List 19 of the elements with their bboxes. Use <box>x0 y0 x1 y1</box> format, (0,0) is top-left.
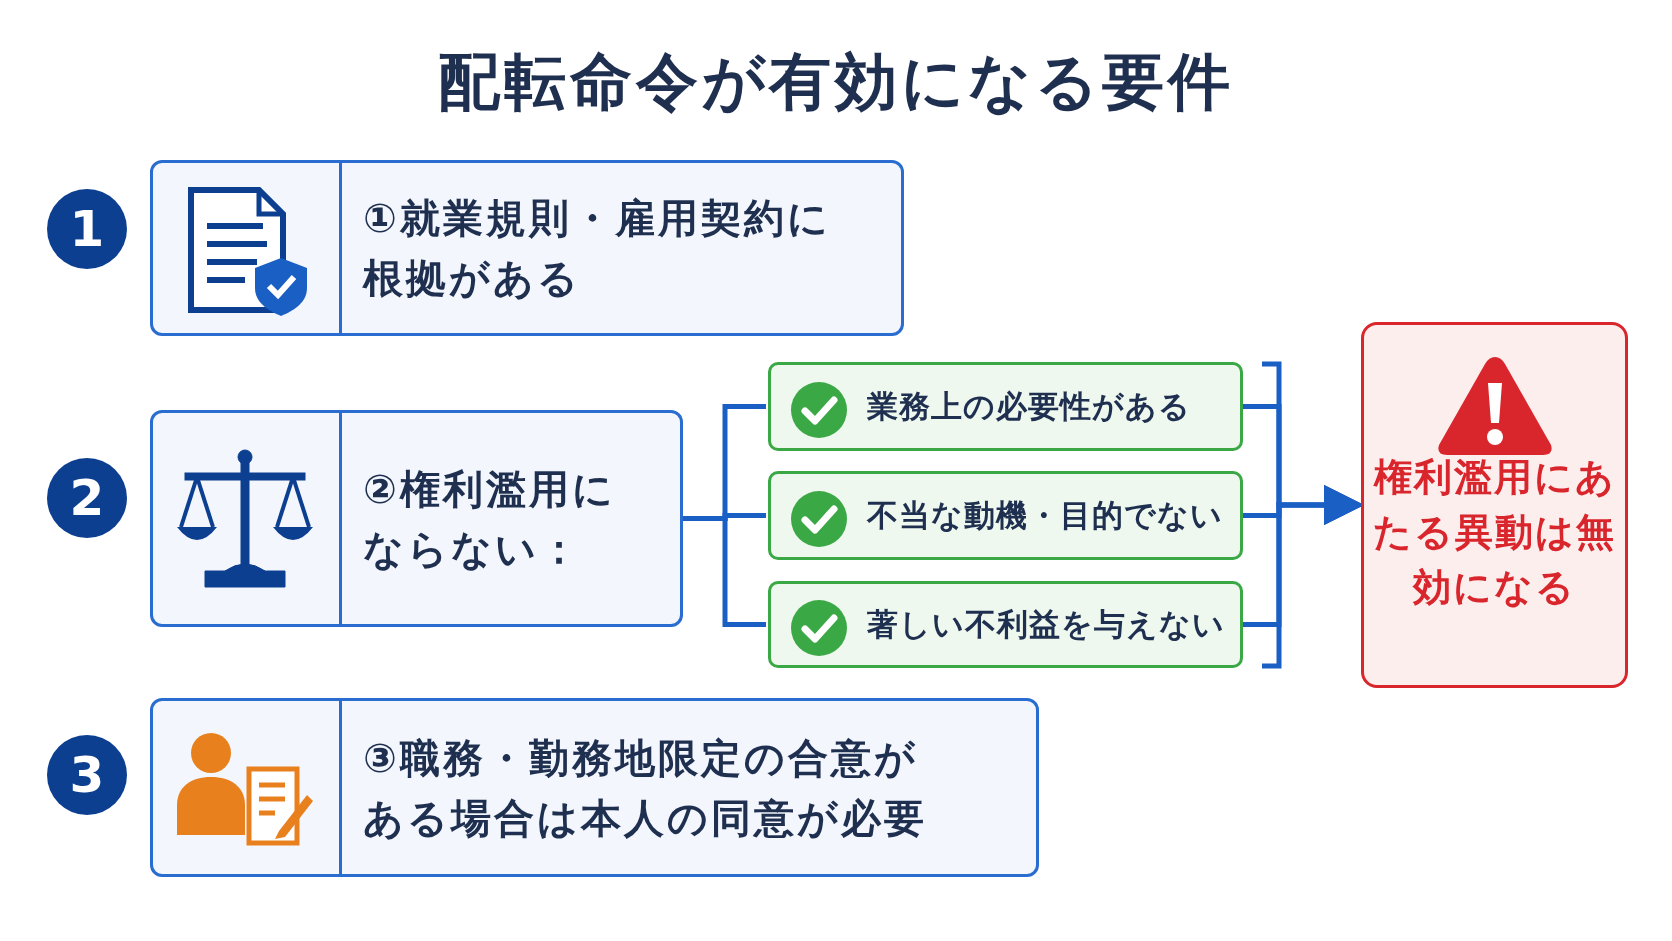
requirement-box <box>150 698 1039 877</box>
condition-box <box>768 581 1243 668</box>
requirement-box <box>150 160 904 336</box>
warning-text: 権利濫用にあたる異動は無効になる <box>1372 453 1617 611</box>
warning-box <box>1361 322 1628 688</box>
requirement-text: ①就業規則・雇用契約に根拠がある <box>363 194 832 303</box>
number-badge: 1 <box>47 189 127 269</box>
requirement-text: ②権利濫用にならない： <box>363 464 617 574</box>
condition-text: 不当な動機・目的でない <box>867 496 1223 536</box>
number-badge: 3 <box>47 735 127 815</box>
condition-box <box>768 471 1243 560</box>
requirement-text: ③職務・勤務地限定の合意がある場合は本人の同意が必要 <box>363 733 928 843</box>
condition-box <box>768 362 1243 451</box>
requirement-box <box>150 410 683 627</box>
connector-line <box>683 516 766 627</box>
title: 配転命令が有効になる要件 <box>437 44 1235 120</box>
number-badge: 2 <box>47 458 127 538</box>
condition-text: 業務上の必要性がある <box>867 387 1191 427</box>
condition-text: 著しい不利益を与えない <box>867 605 1225 645</box>
